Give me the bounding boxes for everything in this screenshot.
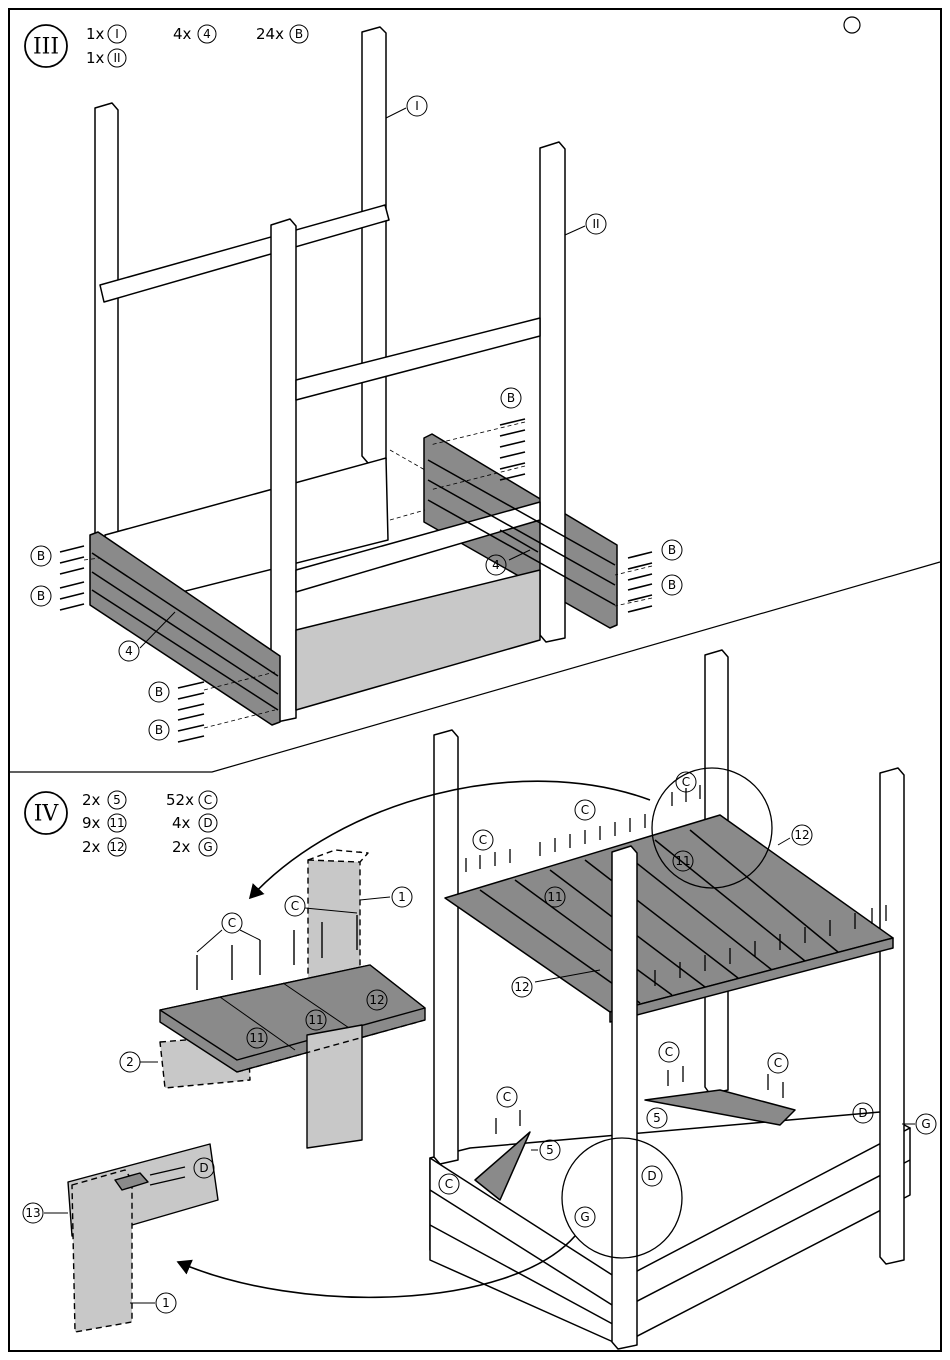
step3-header: III 1x I 1x II 4x 4 24x B: [25, 25, 308, 67]
post-front-left: [271, 219, 296, 722]
part-id: 11: [109, 816, 124, 830]
callout-post: 1: [398, 890, 406, 904]
part-qty: 2x: [172, 838, 191, 856]
callout-screw-c: C: [445, 1177, 453, 1191]
callout-edge-board: 12: [514, 980, 529, 994]
callout-screw: B: [668, 578, 676, 592]
callout-screw-c: C: [682, 775, 690, 789]
post-front-right: [540, 142, 565, 642]
post-left: [434, 730, 458, 1164]
callout-screw-c: C: [665, 1045, 673, 1059]
callout-bolt-d: D: [858, 1106, 867, 1120]
callout-brace: 5: [653, 1111, 661, 1125]
part-id: D: [203, 816, 212, 830]
part-id: C: [204, 793, 212, 807]
detail-corner: [68, 1144, 218, 1332]
part-qty: 9x: [82, 814, 101, 832]
callout-brace: 5: [546, 1143, 554, 1157]
callout-beam: 2: [126, 1055, 134, 1069]
page-marker-icon: [844, 17, 860, 33]
callout-post: 1: [162, 1296, 170, 1310]
callout-screw: B: [155, 685, 163, 699]
rail-back: [100, 205, 389, 302]
callout-bracket-g: G: [580, 1210, 589, 1224]
callout-bracket-g: G: [921, 1117, 930, 1131]
callout-screw-c: C: [228, 916, 236, 930]
part-qty: 2x: [82, 791, 101, 809]
step4-number: IV: [34, 802, 60, 827]
part-id: B: [295, 27, 303, 41]
callout-screw-c: C: [479, 833, 487, 847]
callout-screw-c: C: [774, 1056, 782, 1070]
part-qty: 1x: [86, 25, 105, 43]
callout-screw-c: C: [581, 803, 589, 817]
part-qty: 52x: [166, 791, 194, 809]
callout-screw: B: [507, 391, 515, 405]
callout-edge-board: 12: [369, 993, 384, 1007]
wall-front: [296, 570, 540, 710]
callout-screw-c: C: [503, 1090, 511, 1104]
callout-screw: B: [155, 723, 163, 737]
callout-board: 4: [492, 558, 500, 572]
post-right: [880, 768, 904, 1264]
post-detail-bottom: [307, 1025, 362, 1148]
part-id: 5: [113, 793, 121, 807]
callout-bolt-d: D: [199, 1161, 208, 1175]
part-qty: 4x: [173, 25, 192, 43]
brace-right: [645, 1090, 795, 1125]
callout-slat: 11: [675, 854, 690, 868]
callout-screw-c: C: [291, 899, 299, 913]
callout-board: 4: [125, 644, 133, 658]
part-id: 12: [109, 840, 124, 854]
callout-screw: B: [37, 549, 45, 563]
callout-bolt-d: D: [647, 1169, 656, 1183]
step4-drawing: [430, 650, 910, 1349]
part-id: I: [115, 27, 119, 41]
callout-post-right: II: [592, 217, 599, 231]
callout-screw: B: [37, 589, 45, 603]
post-front: [612, 846, 637, 1349]
rail-front: [296, 318, 540, 400]
callout-slat: 11: [547, 890, 562, 904]
callout-post-left: I: [415, 99, 419, 113]
callout-screw: B: [668, 543, 676, 557]
part-id: II: [113, 51, 120, 65]
detail-deck: [160, 850, 425, 1148]
post-detail-top: [308, 852, 360, 985]
step3-drawing: [90, 27, 617, 725]
part-qty: 1x: [86, 49, 105, 67]
part-id: G: [203, 840, 212, 854]
post-back-right: [362, 27, 386, 463]
step4-header: IV 2x 5 9x 11 2x 12 52x C 4x D 2x G: [25, 791, 217, 856]
callout-corner-beam: 13: [25, 1206, 40, 1220]
post-back-left: [95, 103, 118, 548]
callout-slat: 11: [308, 1013, 323, 1027]
step3-number: III: [33, 35, 59, 60]
part-qty: 24x: [256, 25, 284, 43]
part-qty: 4x: [172, 814, 191, 832]
part-qty: 2x: [82, 838, 101, 856]
callout-edge-board: 12: [794, 828, 809, 842]
callout-slat: 11: [249, 1031, 264, 1045]
part-id: 4: [203, 27, 211, 41]
post-corner: [72, 1170, 132, 1332]
